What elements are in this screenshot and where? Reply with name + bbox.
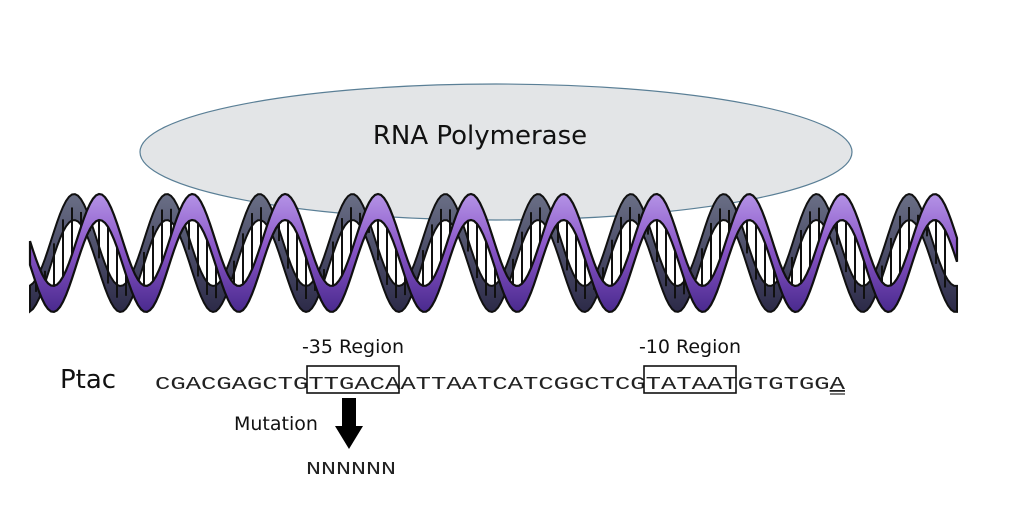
rna-polymerase-label: RNA Polymerase xyxy=(373,121,587,151)
mutation-replacement-sequence: NNNNNN xyxy=(306,460,396,480)
sequence-minus-35-box: TTGACA xyxy=(308,375,400,395)
mutation-arrow-head xyxy=(335,426,363,449)
sequence-downstream: GTGTGG xyxy=(738,375,830,395)
dna-back-strand xyxy=(29,192,958,314)
sequence-minus-10-box: TATAAT xyxy=(646,375,738,395)
minus-10-box-outline xyxy=(643,365,737,394)
promoter-name: Ptac xyxy=(60,365,116,395)
rna-polymerase-ellipse xyxy=(139,83,853,221)
rna-polymerase: RNA Polymerase xyxy=(139,83,853,221)
region-10-label: -10 Region xyxy=(639,336,741,358)
minus-35-box-outline xyxy=(306,365,400,394)
region-35-label: -35 Region xyxy=(302,336,404,358)
dna-front-strand xyxy=(28,192,959,314)
sequence-upstream: CGACGAGCTG xyxy=(155,375,308,395)
sequence-spacer: ATTAATCATCGGCTCG xyxy=(400,375,645,395)
sequence-start-site: A xyxy=(830,375,846,395)
mutation-label: Mutation xyxy=(234,413,318,435)
mutation-arrow-shaft xyxy=(342,398,356,426)
mutation-arrow xyxy=(335,398,363,449)
dna-double-helix xyxy=(28,192,959,314)
